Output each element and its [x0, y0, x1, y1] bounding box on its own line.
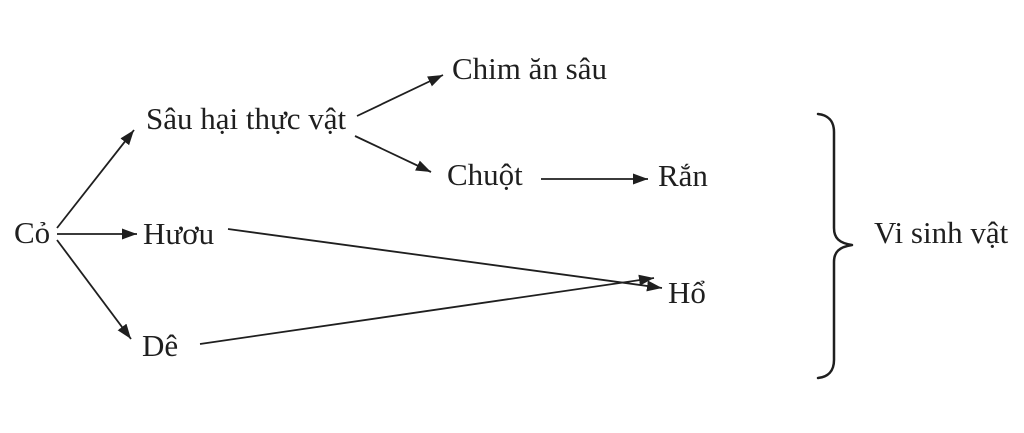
node-de: Dê — [142, 328, 179, 363]
arrow-co-to-de — [56, 239, 132, 340]
arrow-de-to-ho — [199, 274, 655, 345]
decomposer-label: Vi sinh vật — [874, 215, 1009, 250]
grouping-brace-icon — [816, 112, 854, 380]
node-sau-hai-thuc-vat: Sâu hại thực vật — [146, 101, 347, 136]
arrow-huou-to-ho — [227, 228, 663, 292]
node-ran: Rắn — [658, 158, 708, 193]
arrow-co-to-sau — [56, 129, 135, 229]
node-ho: Hổ — [668, 275, 706, 310]
node-co: Cỏ — [14, 215, 51, 250]
arrow-sau-to-chim — [356, 74, 444, 117]
node-chim-an-sau: Chim ăn sâu — [452, 51, 607, 86]
arrow-sau-to-chuot — [354, 135, 432, 173]
node-chuot: Chuột — [447, 157, 523, 192]
node-huou: Hươu — [143, 216, 215, 251]
